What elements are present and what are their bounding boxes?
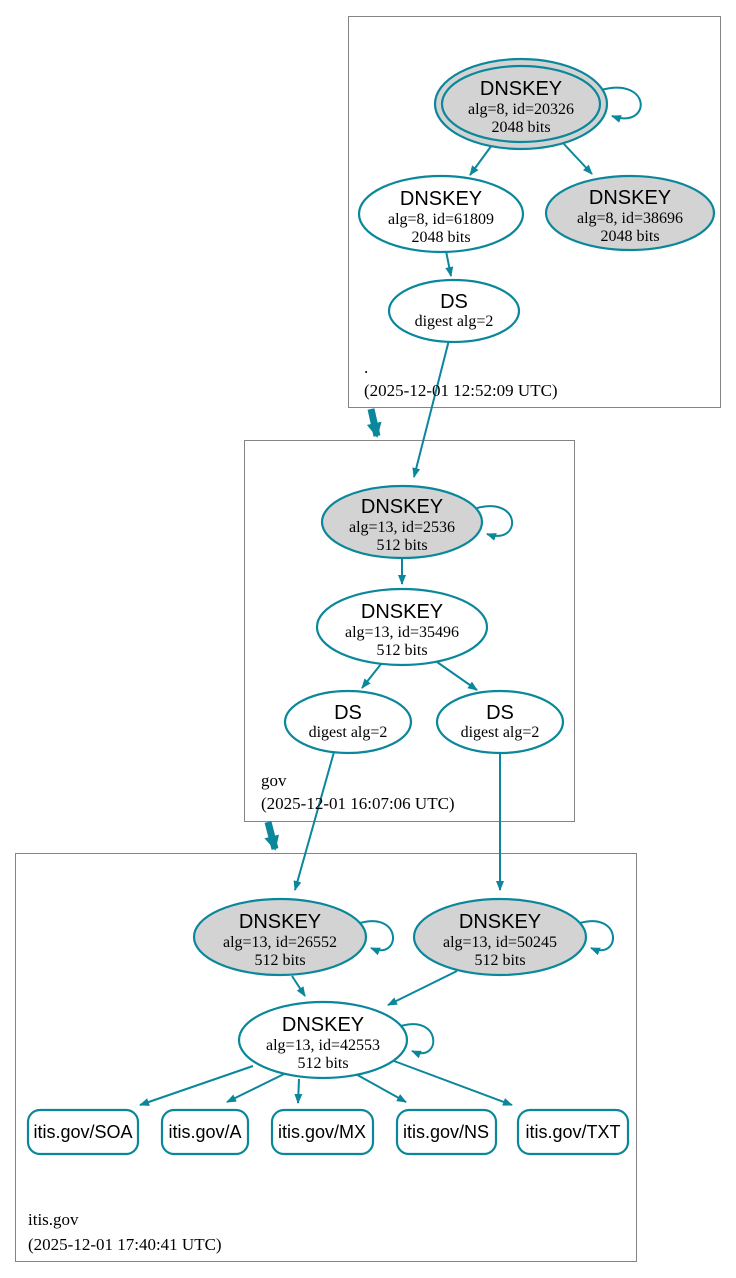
node-detail: digest alg=2 bbox=[309, 724, 388, 741]
node-gov-ds-left: DS digest alg=2 bbox=[283, 689, 413, 755]
edge-itis-ksk1-selfloop bbox=[359, 920, 394, 956]
node-title: DS bbox=[334, 702, 362, 724]
zone-timestamp-itis-gov: (2025-12-01 17:40:41 UTC) bbox=[28, 1235, 222, 1254]
rrset-itis-gov-soa: itis.gov/SOA bbox=[26, 1108, 140, 1156]
node-detail: digest alg=2 bbox=[461, 724, 540, 741]
node-title: DNSKEY bbox=[400, 188, 482, 210]
node-bits: 512 bits bbox=[376, 537, 427, 554]
rrset-label: itis.gov/TXT bbox=[525, 1122, 620, 1142]
delegation-arrow-root-to-gov bbox=[366, 408, 382, 438]
node-detail: alg=13, id=35496 bbox=[345, 624, 459, 641]
edge-root-ksk-to-key2 bbox=[562, 142, 593, 175]
rrset-label: itis.gov/NS bbox=[403, 1122, 489, 1142]
node-detail: alg=13, id=26552 bbox=[223, 934, 337, 951]
node-title: DNSKEY bbox=[361, 496, 443, 518]
edge-zsk-to-a bbox=[226, 1073, 285, 1103]
node-gov-ksk-2536: DNSKEY alg=13, id=2536 512 bits bbox=[320, 484, 484, 560]
zone-timestamp-gov: (2025-12-01 16:07:06 UTC) bbox=[261, 794, 455, 813]
node-root-ksk-20326: DNSKEY alg=8, id=20326 2048 bits bbox=[433, 57, 609, 151]
edge-itis-zsk-selfloop bbox=[400, 1023, 435, 1059]
zone-box-gov bbox=[244, 440, 575, 822]
rrset-label: itis.gov/A bbox=[168, 1122, 241, 1142]
node-title: DS bbox=[486, 702, 514, 724]
node-detail: digest alg=2 bbox=[415, 313, 494, 330]
node-title: DS bbox=[440, 291, 468, 313]
rrset-label: itis.gov/SOA bbox=[33, 1122, 132, 1142]
zone-box-root bbox=[348, 16, 721, 408]
edge-root-zsk-to-ds bbox=[445, 250, 454, 277]
node-gov-zsk-35496: DNSKEY alg=13, id=35496 512 bits bbox=[315, 587, 489, 667]
zone-label-itis-gov: itis.gov bbox=[28, 1210, 79, 1229]
node-bits: 2048 bits bbox=[491, 119, 550, 136]
rrset-itis-gov-mx: itis.gov/MX bbox=[270, 1108, 375, 1156]
edge-gov-zsk-to-ds-right bbox=[436, 661, 478, 691]
node-bits: 512 bits bbox=[376, 642, 427, 659]
node-title: DNSKEY bbox=[282, 1014, 364, 1036]
node-bits: 2048 bits bbox=[600, 228, 659, 245]
node-bits: 2048 bits bbox=[411, 229, 470, 246]
edge-itis-ksk2-selfloop bbox=[579, 920, 614, 956]
node-detail: alg=8, id=61809 bbox=[388, 211, 494, 228]
zone-label-root: . bbox=[364, 358, 368, 377]
edge-gov-ksk-selfloop bbox=[476, 505, 513, 541]
zone-timestamp-root: (2025-12-01 12:52:09 UTC) bbox=[364, 381, 558, 400]
edge-zsk-to-ns bbox=[351, 1071, 407, 1103]
edge-root-ksk-selfloop bbox=[600, 86, 642, 123]
edge-zsk-to-soa bbox=[139, 1065, 254, 1106]
edge-root-ksk-to-zsk bbox=[469, 144, 493, 176]
node-title: DNSKEY bbox=[239, 911, 321, 933]
rrset-itis-gov-ns: itis.gov/NS bbox=[395, 1108, 498, 1156]
node-detail: alg=8, id=38696 bbox=[577, 210, 683, 227]
node-title: DNSKEY bbox=[480, 78, 562, 100]
delegation-arrow-gov-to-itis bbox=[264, 821, 279, 851]
edge-gov-dsleft-to-itis-ksk1 bbox=[293, 751, 335, 891]
node-title: DNSKEY bbox=[361, 601, 443, 623]
node-root-ds: DS digest alg=2 bbox=[387, 278, 521, 344]
node-detail: alg=13, id=50245 bbox=[443, 934, 557, 951]
node-detail: alg=13, id=42553 bbox=[266, 1037, 380, 1054]
node-bits: 512 bits bbox=[254, 952, 305, 969]
node-itis-ksk-50245: DNSKEY alg=13, id=50245 512 bits bbox=[412, 897, 588, 977]
node-itis-zsk-42553: DNSKEY alg=13, id=42553 512 bits bbox=[237, 1000, 409, 1080]
zone-box-itis-gov bbox=[15, 853, 637, 1262]
rrset-itis-gov-a: itis.gov/A bbox=[160, 1108, 250, 1156]
edge-itis-ksk1-to-zsk bbox=[291, 975, 306, 997]
rrset-itis-gov-txt: itis.gov/TXT bbox=[516, 1108, 630, 1156]
node-root-zsk-61809: DNSKEY alg=8, id=61809 2048 bits bbox=[357, 174, 525, 254]
node-detail: alg=8, id=20326 bbox=[468, 101, 574, 118]
node-title: DNSKEY bbox=[459, 911, 541, 933]
node-itis-ksk-26552: DNSKEY alg=13, id=26552 512 bits bbox=[192, 897, 368, 977]
node-bits: 512 bits bbox=[297, 1055, 348, 1072]
edge-zsk-to-mx bbox=[294, 1078, 303, 1104]
rrset-label: itis.gov/MX bbox=[278, 1122, 366, 1142]
node-gov-ds-right: DS digest alg=2 bbox=[435, 689, 565, 755]
edge-zsk-to-txt bbox=[393, 1060, 513, 1106]
node-bits: 512 bits bbox=[474, 952, 525, 969]
node-root-key-38696: DNSKEY alg=8, id=38696 2048 bits bbox=[544, 174, 716, 252]
edge-root-ds-to-gov-ksk bbox=[412, 339, 450, 478]
node-detail: alg=13, id=2536 bbox=[349, 519, 455, 536]
zone-label-gov: gov bbox=[261, 771, 287, 790]
edge-gov-zsk-to-ds-left bbox=[361, 663, 382, 689]
node-title: DNSKEY bbox=[589, 187, 671, 209]
edge-itis-ksk2-to-zsk bbox=[387, 970, 458, 1006]
